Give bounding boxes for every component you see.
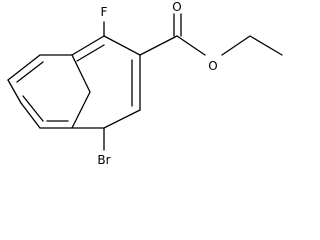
bond (7, 79, 22, 104)
bond (103, 109, 141, 129)
carbonyl-oxygen-label: O (172, 0, 181, 14)
bond (71, 91, 91, 129)
structure-canvas: F Br O O (7, 0, 283, 167)
fluorine-label: F (101, 5, 108, 19)
bond-ester-oxygen-to-ch2 (221, 35, 251, 56)
ester-oxygen-label: O (208, 59, 217, 73)
right-ring (71, 35, 141, 129)
bond-ch2-to-ch3 (249, 35, 283, 56)
bond-carbonyl-to-ester-oxygen (176, 35, 206, 56)
double-bond-inner (76, 44, 105, 62)
bromine-label: Br (97, 153, 110, 167)
double-bond-inner (16, 61, 44, 83)
double-bond-inner (22, 95, 44, 122)
molecule-drawing: F Br O O (7, 0, 283, 167)
left-ring (7, 54, 91, 129)
bond-ring-to-carbonyl (139, 35, 178, 56)
bond (7, 54, 41, 81)
bond (71, 35, 105, 56)
bond (20, 102, 41, 129)
bond (103, 35, 141, 56)
bond (71, 54, 91, 93)
